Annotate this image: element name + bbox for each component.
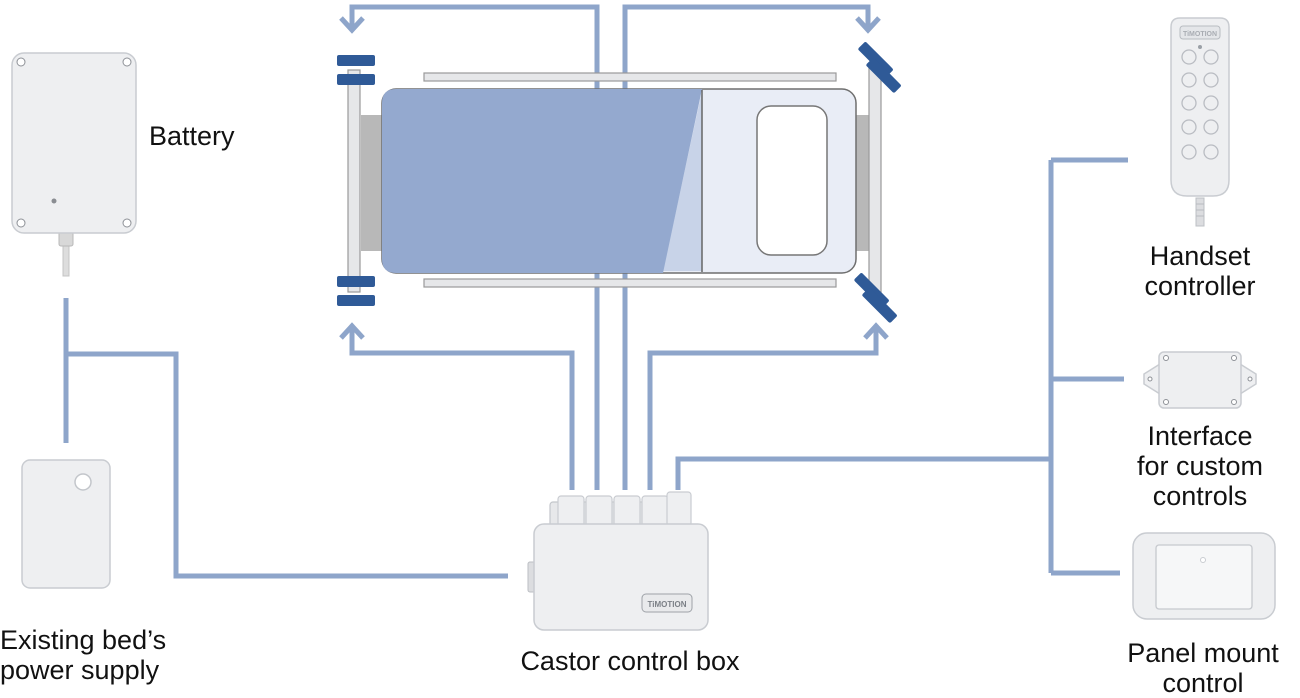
power-supply-body	[21, 459, 111, 589]
panel-label: Panel mount control	[1106, 638, 1300, 698]
box-logo-text: TiMOTION	[648, 600, 687, 609]
panel-mount-device	[1132, 532, 1276, 620]
arrowhead-top-left	[339, 16, 365, 34]
power-supply-device	[21, 459, 111, 589]
power-supply-button	[74, 473, 92, 491]
interface-body	[1158, 351, 1242, 409]
arrowhead-bottom-left	[339, 322, 365, 340]
arrowhead-top-right	[855, 16, 881, 34]
panel-label-line-2: control	[1162, 668, 1244, 698]
power-supply-label: Existing bed’s power supply	[0, 625, 166, 685]
power-supply-label-line-2: power supply	[0, 655, 160, 685]
panel-switch	[1155, 544, 1253, 610]
battery-led	[51, 198, 57, 204]
bed-end-right	[868, 67, 882, 297]
castor-top-left	[337, 55, 375, 85]
handset-logo-text: TiMOTION	[1183, 31, 1217, 38]
handset-body	[1170, 17, 1230, 197]
power-supply-label-line-1: Existing bed’s	[0, 625, 167, 655]
handset-cable	[1195, 197, 1205, 227]
handset-label-line-1: Handset	[1149, 241, 1251, 271]
connector-bottom-right-castor	[647, 326, 879, 490]
handset-label-line-2: controller	[1144, 271, 1256, 301]
interface-label-line-1: Interface	[1147, 421, 1253, 451]
battery-label: Battery	[149, 121, 235, 151]
battery-body	[11, 52, 137, 234]
castor-control-box-device: TiMOTION	[527, 491, 709, 631]
panel-led	[1200, 557, 1206, 563]
battery-cable	[62, 243, 70, 277]
handset-led	[1198, 45, 1202, 49]
handset-buttons	[1181, 49, 1219, 160]
bed-end-left	[347, 69, 361, 293]
interface-label-line-3: controls	[1152, 481, 1248, 511]
interface-device	[1143, 351, 1257, 409]
handset-label: Handset controller	[1120, 241, 1280, 301]
interface-label-line-2: for custom	[1136, 451, 1264, 481]
arrowhead-bottom-right	[863, 322, 889, 340]
castor-bottom-left	[337, 276, 375, 306]
handset-device: TiMOTION	[1170, 17, 1230, 227]
connector-bottom-left-castor	[349, 326, 575, 490]
handset-logo-plate	[1179, 25, 1221, 40]
bed-rail-bottom	[423, 278, 837, 288]
panel-label-line-1: Panel mount	[1127, 638, 1279, 668]
connector-power	[66, 351, 508, 579]
castor-box-label: Castor control box	[520, 646, 740, 676]
battery-device	[11, 52, 137, 277]
bed-rail-top	[423, 72, 837, 82]
castor-top-right	[858, 42, 901, 93]
connector-controls	[675, 456, 1051, 490]
battery-strain-relief	[58, 231, 74, 247]
bed-window	[756, 105, 828, 256]
bed	[337, 42, 901, 323]
castor-bottom-right	[854, 273, 897, 323]
mattress	[382, 89, 702, 273]
box-body	[533, 523, 709, 631]
box-logo-plate	[641, 593, 693, 613]
interface-label: Interface for custom controls	[1110, 421, 1290, 511]
